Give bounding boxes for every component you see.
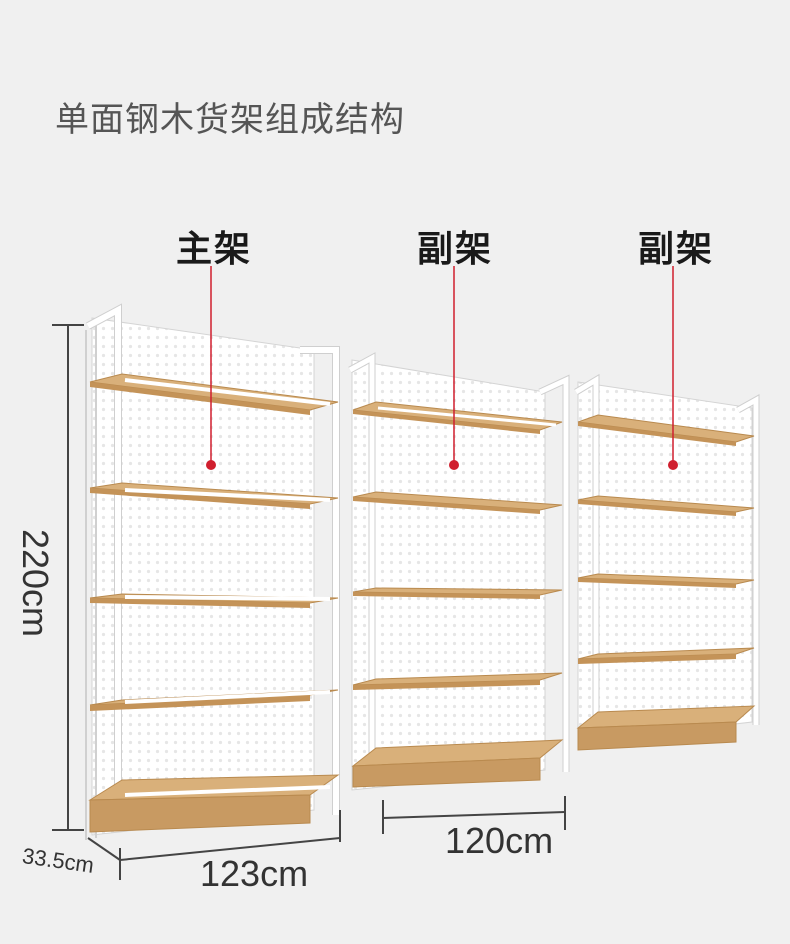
main-frame-label: 主架: [176, 229, 253, 270]
sub-frame-label-1: 副架: [417, 229, 494, 270]
pointer-sub-2: [668, 266, 678, 470]
height-label: 220cm: [15, 528, 56, 638]
pointer-sub-1: [449, 266, 459, 470]
main-width-dimension-line: [119, 810, 341, 861]
main-frame-left-post: [85, 318, 97, 840]
sub2-shelves: [576, 414, 756, 751]
sub-shelf-unit-2: [574, 373, 760, 751]
main-width-label: 123cm: [200, 853, 309, 894]
sub-width-dimension-line: [382, 796, 566, 834]
sub-frame-label-2: 副架: [638, 229, 715, 270]
main-shelves: [88, 373, 340, 833]
pointer-main: [206, 266, 216, 470]
sub-width-label: 120cm: [445, 820, 554, 861]
main-shelf-unit: [85, 303, 340, 840]
height-dimension-line: [52, 324, 84, 831]
sub-shelf-unit-1: [348, 352, 570, 791]
depth-dimension-line: [87, 837, 121, 880]
sub1-shelves: [351, 401, 564, 788]
page-title: 单面钢木货架组成结构: [55, 100, 405, 140]
